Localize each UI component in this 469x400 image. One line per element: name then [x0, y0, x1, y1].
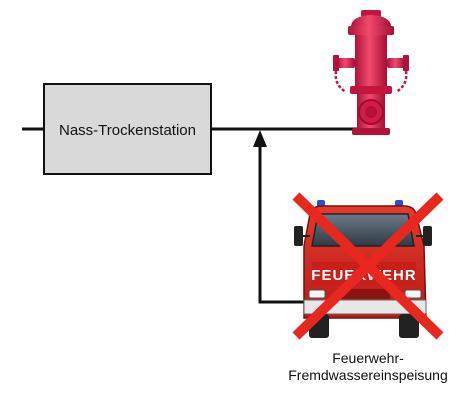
truck-caption: Feuerwehr- Fremdwassereinspeisung — [268, 350, 468, 384]
caption-line-2: Fremdwassereinspeisung — [288, 367, 448, 383]
feed-pipe — [258, 146, 306, 304]
cross-out-icon — [292, 192, 444, 340]
station-label: Nass-Trockenstation — [59, 122, 196, 139]
hydrant-icon — [333, 10, 409, 135]
station-box: Nass-Trockenstation — [43, 83, 212, 175]
caption-line-1: Feuerwehr- — [332, 350, 404, 366]
arrow-up-icon — [253, 130, 267, 147]
